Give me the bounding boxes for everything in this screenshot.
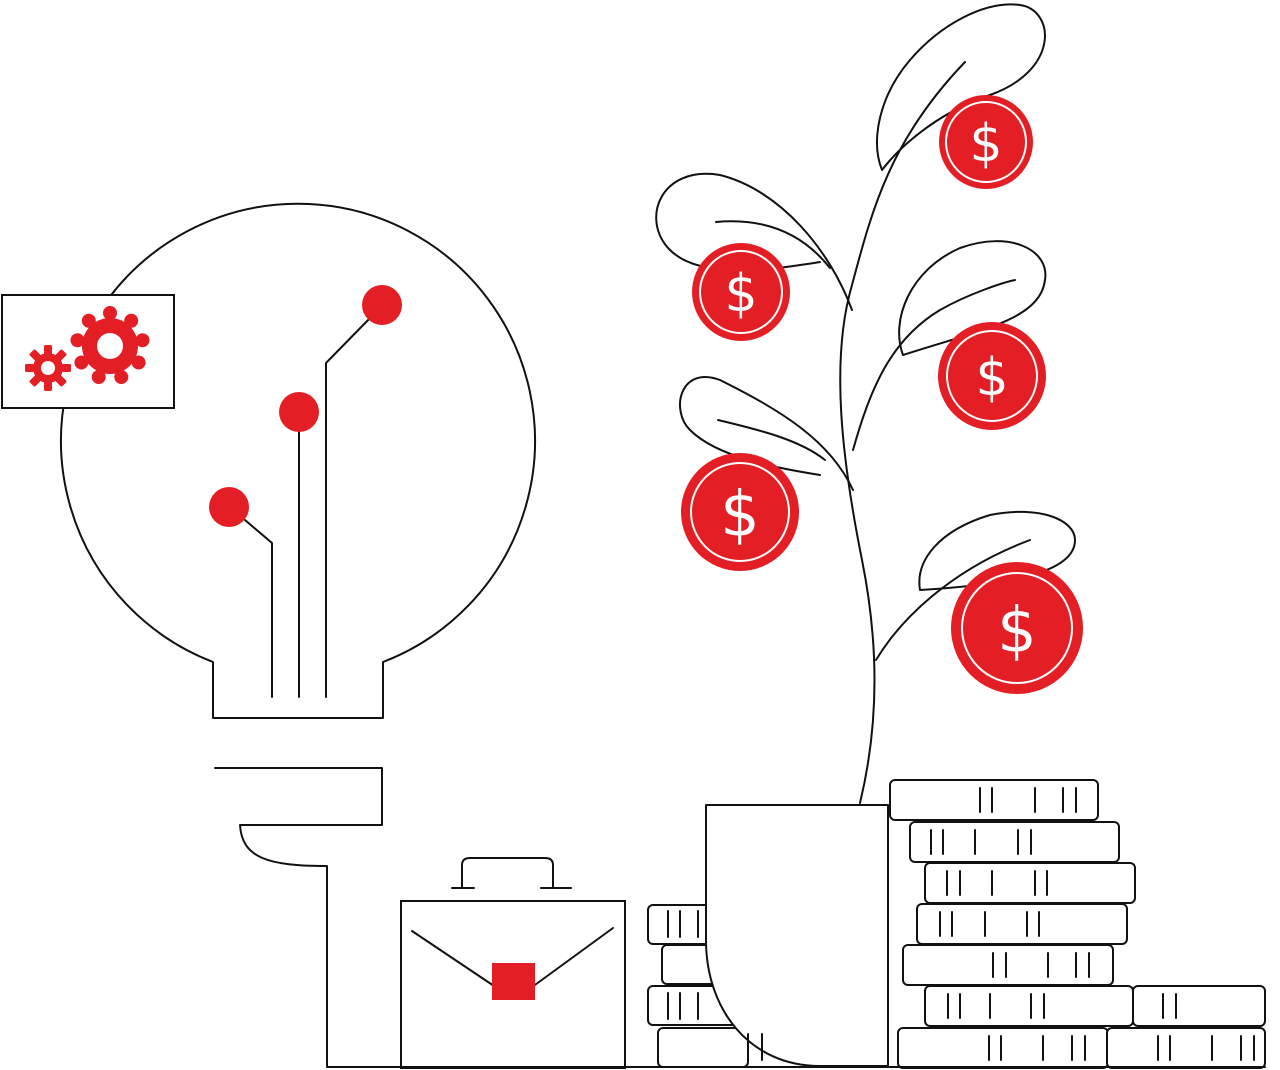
dollar-coin-icon: $ xyxy=(681,453,799,571)
circuit-node xyxy=(279,392,319,432)
dollar-coin-icon: $ xyxy=(939,95,1033,189)
dollar-coin-icon: $ xyxy=(692,243,790,341)
dollar-coin-icon: $ xyxy=(951,562,1083,694)
coin-symbol: $ xyxy=(997,594,1036,667)
briefcase-icon xyxy=(400,857,626,1069)
coin-stack-icon xyxy=(889,779,1266,1069)
plant-pot xyxy=(705,804,889,1067)
dollar-coin-icon: $ xyxy=(938,322,1046,430)
lightbulb-icon xyxy=(60,202,536,1067)
circuit-node xyxy=(362,285,402,325)
gears-icon xyxy=(1,294,175,409)
coin-symbol: $ xyxy=(975,348,1008,408)
circuit-node xyxy=(209,487,249,527)
briefcase-clasp xyxy=(492,963,535,1000)
coin-symbol: $ xyxy=(720,478,759,551)
coin-symbol: $ xyxy=(969,114,1002,174)
coin-symbol: $ xyxy=(724,264,757,324)
